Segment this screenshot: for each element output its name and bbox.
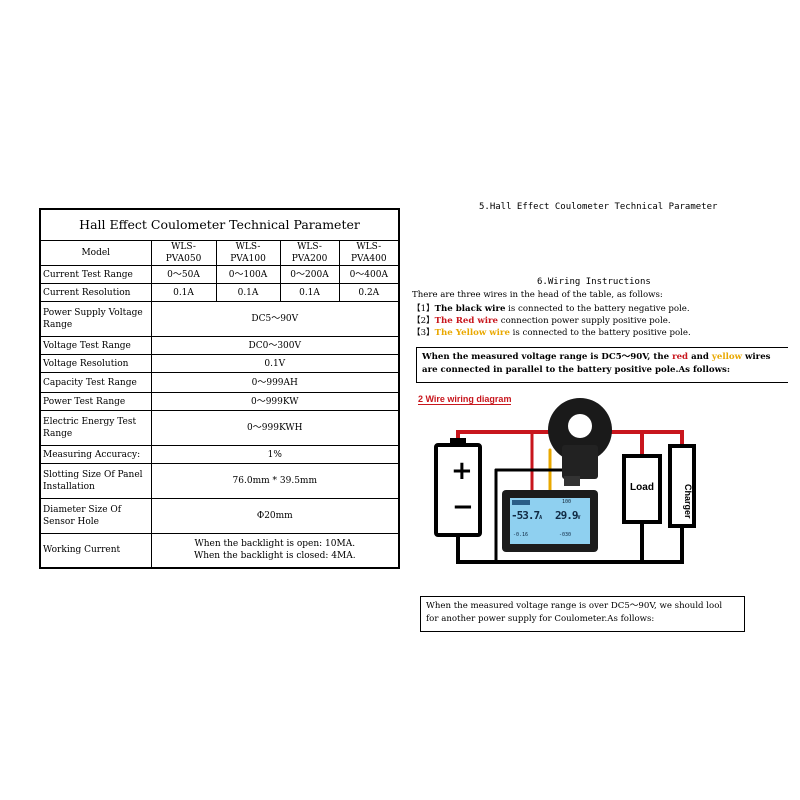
parallel-note-line1: When the measured voltage range is DC5～9… (422, 351, 783, 364)
row-label: Electric Energy Test Range (39, 410, 152, 446)
battery-minus-icon: − (452, 492, 474, 522)
wire-black-name: The black wire (434, 304, 506, 314)
working-current-open: When the backlight is open: 10MA. (194, 539, 356, 550)
note-text: and (688, 352, 712, 362)
cell-value: 0.1A (279, 283, 340, 302)
header-pva200: WLS-PVA200 (279, 240, 340, 266)
cell-value: Φ20mm (150, 498, 401, 534)
cell-value: 0～999AH (150, 372, 401, 393)
parallel-note-line2: are connected in parallel to the battery… (422, 365, 731, 375)
wire-black-desc: is connected to the battery negative pol… (505, 304, 690, 314)
wire-red-line: 【2】The Red wire connection power supply … (412, 314, 671, 326)
row-label: Current Resolution (39, 283, 152, 302)
cell-value: 0～200A (279, 265, 340, 284)
lcd-bottom-right: -030 (559, 532, 572, 538)
row-label: Power Test Range (39, 392, 152, 411)
row-label: Working Current (39, 533, 152, 569)
other-supply-line1: When the measured voltage range is over … (426, 601, 723, 611)
header-pva050: WLS-PVA050 (150, 240, 217, 266)
charger-label: Charger (683, 483, 693, 519)
wire-yellow-desc: is connected to the battery positive pol… (509, 328, 691, 338)
cell-value: 0.1V (150, 354, 401, 373)
row-label: Power Supply Voltage Range (39, 301, 152, 337)
lcd-current: -53.7A (511, 509, 542, 522)
wire-red-name: The Red wire (434, 316, 499, 326)
wire-yellow-num: 【3】 (412, 328, 435, 338)
lcd-voltage-value: 29.9 (555, 509, 578, 522)
cell-value: 0～50A (150, 265, 217, 284)
cell-value: When the backlight is open: 10MA. When t… (150, 533, 401, 569)
cell-value: 0.2A (338, 283, 401, 302)
note-yellow-word: yellow (711, 352, 743, 362)
meter (502, 490, 598, 552)
row-label: Voltage Resolution (39, 354, 152, 373)
wire-yellow-line: 【3】The Yellow wire is connected to the b… (412, 326, 691, 338)
wire-yellow-name: The Yellow wire (434, 328, 510, 338)
working-current-closed: When the backlight is closed: 4MA. (193, 551, 356, 562)
wire-red-desc: connection power supply positive pole. (498, 316, 671, 326)
black-wire (456, 516, 684, 564)
charger-box (668, 444, 696, 528)
note-red-word: red (672, 352, 689, 362)
lcd-voltage: 29.9V (555, 509, 581, 522)
load-label: Load (630, 482, 654, 493)
header-pva100: WLS-PVA100 (215, 240, 281, 266)
other-supply-note-box: When the measured voltage range is over … (420, 596, 745, 632)
table-title: Hall Effect Coulometer Technical Paramet… (38, 208, 401, 241)
cell-value: DC0～300V (150, 336, 401, 355)
lcd-current-unit: A (539, 515, 542, 521)
row-label: Voltage Test Range (39, 336, 152, 355)
row-label: Measuring Accuracy: (39, 445, 152, 464)
cell-value: 0.1A (150, 283, 217, 302)
diagram-svg (434, 398, 696, 564)
load-box (622, 454, 662, 524)
wire-black-num: 【1】 (412, 304, 435, 314)
parallel-note-box: When the measured voltage range is DC5～9… (416, 347, 788, 383)
cell-value: 0.1A (215, 283, 281, 302)
cell-value: 76.0mm * 39.5mm (150, 463, 401, 499)
cell-value: DC5～90V (150, 301, 401, 337)
note-text: wires (742, 352, 771, 362)
wiring-intro: There are three wires in the head of the… (412, 290, 663, 300)
row-label: Current Test Range (39, 265, 152, 284)
diagram-title: 2 Wire wiring diagram (418, 394, 512, 405)
section5-title: 5.Hall Effect Coulometer Technical Param… (479, 202, 718, 212)
other-supply-line2: for another power supply for Coulometer.… (426, 614, 655, 624)
row-label: Slotting Size Of Panel Installation (39, 463, 152, 499)
row-label: Capacity Test Range (39, 372, 152, 393)
lcd-voltage-unit: V (577, 515, 581, 521)
hall-sensor (548, 398, 612, 486)
lcd-current-value: -53.7 (511, 509, 540, 522)
cell-value: 0～999KWH (150, 410, 401, 446)
cell-value: 0～400A (338, 265, 401, 284)
lcd-bottom-left: -0.16 (513, 532, 529, 538)
wiring-diagram: 2 Wire wiring diagram (412, 390, 712, 580)
header-pva400: WLS-PVA400 (338, 240, 401, 266)
section6-title: 6.Wiring Instructions (537, 277, 651, 287)
battery (434, 438, 482, 537)
lcd-top-value: 100 (562, 499, 572, 505)
header-model: Model (39, 240, 152, 266)
note-text: When the measured voltage range is DC5～9… (422, 352, 673, 362)
cell-value: 0～100A (215, 265, 281, 284)
wire-black-line: 【1】The black wire is connected to the ba… (412, 302, 690, 314)
spec-table: Hall Effect Coulometer Technical Paramet… (38, 208, 401, 569)
wire-red-num: 【2】 (412, 316, 435, 326)
battery-plus-icon: + (451, 456, 473, 486)
cell-value: 1% (150, 445, 401, 464)
row-label: Diameter Size Of Sensor Hole (39, 498, 152, 534)
cell-value: 0～999KW (150, 392, 401, 411)
